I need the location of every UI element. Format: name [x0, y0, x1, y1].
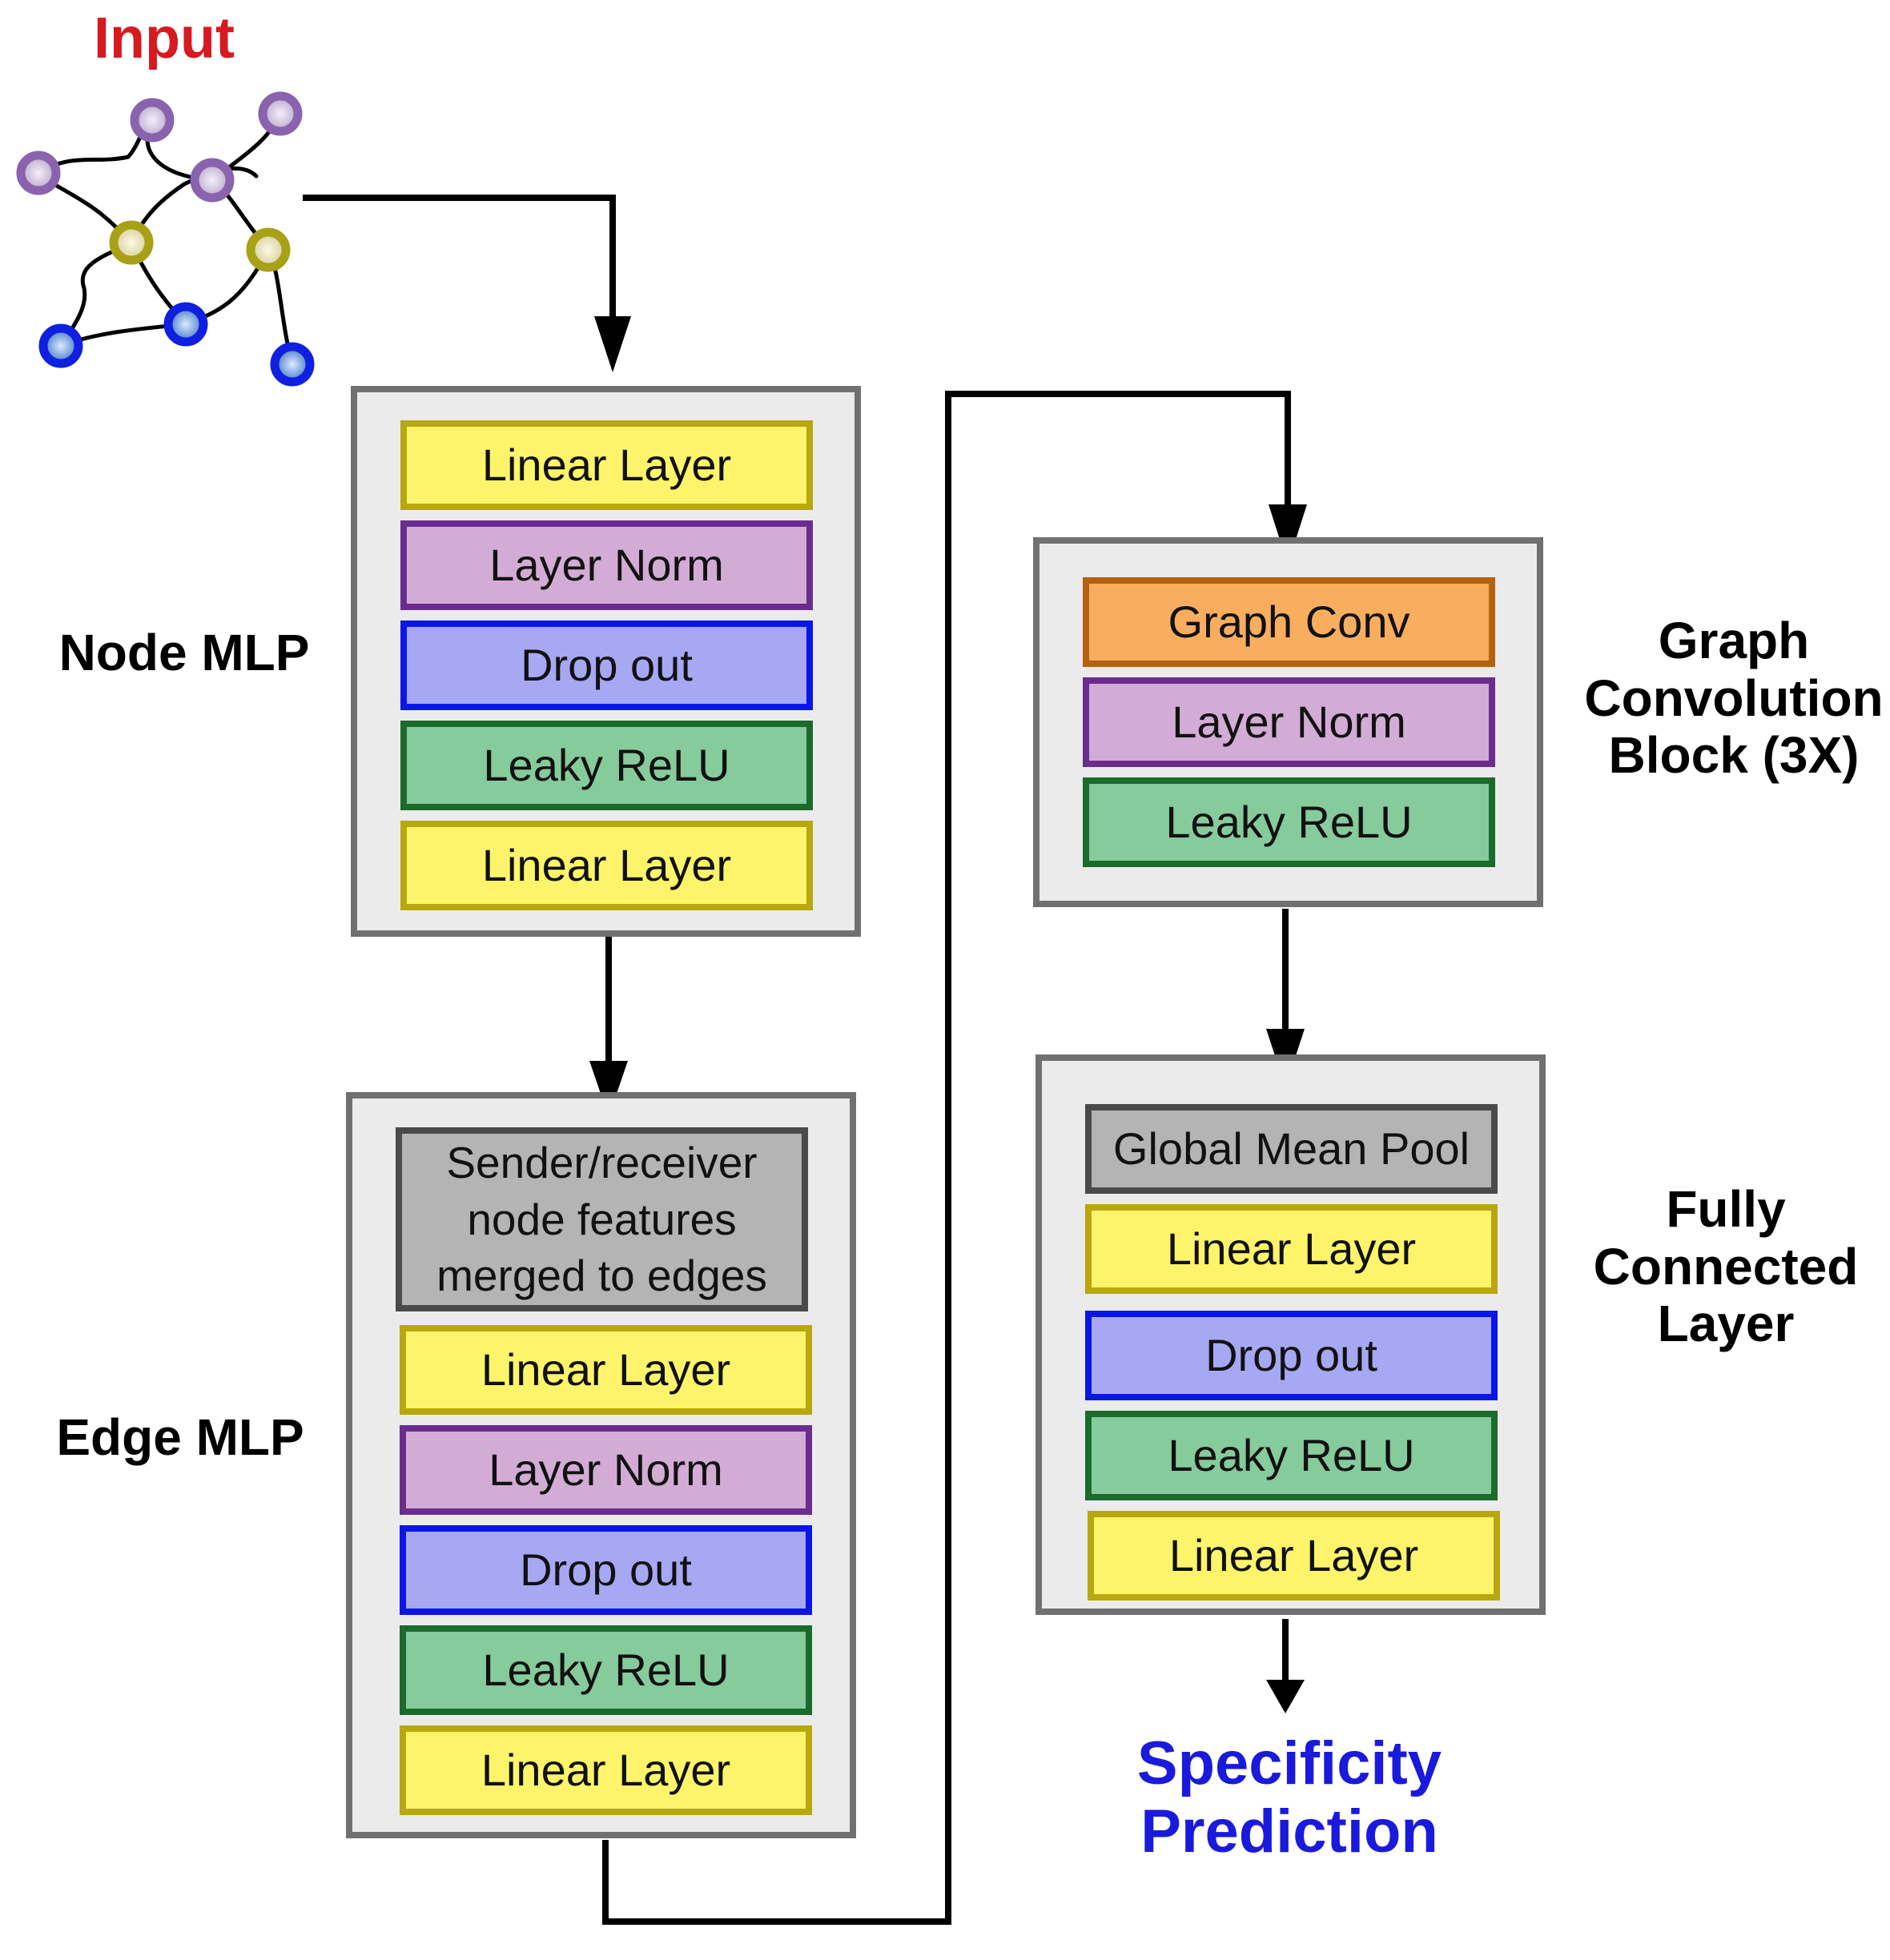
graph-conv-block: Graph Conv Layer Norm Leaky ReLU [1033, 537, 1543, 907]
node-mlp-layer-2: Layer Norm [400, 520, 813, 610]
node-mlp-layer-1: Linear Layer [400, 420, 813, 510]
edge-mlp-layer-1: Linear Layer [400, 1325, 812, 1415]
graph-node-olive [246, 227, 291, 272]
fully-connected-block: Global Mean Pool Linear Layer Drop out L… [1035, 1054, 1546, 1615]
arrowhead [594, 316, 631, 372]
graph-conv-layer-3: Leaky ReLU [1083, 777, 1495, 867]
node-mlp-title: Node MLP [58, 624, 310, 681]
graph-node-purple [258, 91, 303, 136]
edge-mlp-layer-4: Leaky ReLU [400, 1625, 812, 1715]
graph-node-blue [270, 342, 315, 387]
graph-node-blue [163, 302, 208, 347]
graph-node-purple [190, 158, 235, 203]
edge-mlp-layer-2: Layer Norm [400, 1425, 812, 1515]
input-label: Input [94, 6, 235, 70]
fc-layer-5: Linear Layer [1088, 1511, 1500, 1601]
arrow-input-to-node-mlp [303, 195, 616, 320]
node-mlp-layer-5: Linear Layer [400, 821, 813, 910]
edge-mlp-title: Edge MLP [56, 1408, 304, 1466]
edge-merge-step: Sender/receiver node features merged to … [396, 1127, 808, 1311]
arrowhead [1269, 504, 1307, 564]
edge-mlp-layer-5: Linear Layer [400, 1725, 812, 1815]
edge-mlp-block: Sender/receiver node features merged to … [346, 1092, 856, 1838]
output-label: Specificity Prediction [1136, 1729, 1442, 1866]
arrow-edge-mlp-to-graph-conv [602, 391, 1291, 1925]
fc-layer-1: Global Mean Pool [1085, 1104, 1498, 1194]
arrowhead [589, 1061, 628, 1117]
graph-conv-layer-1: Graph Conv [1083, 577, 1495, 667]
input-graph-nodes [16, 91, 315, 387]
node-mlp-block: Linear Layer Layer Norm Drop out Leaky R… [351, 386, 861, 937]
graph-conv-layer-2: Layer Norm [1083, 677, 1495, 767]
node-mlp-layer-4: Leaky ReLU [400, 721, 813, 810]
graph-conv-title: Graph Convolution Block (3X) [1584, 612, 1884, 785]
fully-connected-title: Fully Connected Layer [1593, 1180, 1859, 1353]
graph-node-purple [16, 151, 61, 195]
fc-layer-3: Drop out [1085, 1311, 1498, 1400]
node-mlp-layer-3: Drop out [400, 621, 813, 710]
graph-node-olive [109, 220, 154, 265]
arrowhead [1266, 1680, 1305, 1713]
fc-layer-2: Linear Layer [1085, 1204, 1498, 1294]
fc-layer-4: Leaky ReLU [1085, 1411, 1498, 1500]
graph-node-purple [130, 98, 175, 143]
graph-node-blue [38, 323, 83, 368]
edge-mlp-layer-3: Drop out [400, 1525, 812, 1615]
